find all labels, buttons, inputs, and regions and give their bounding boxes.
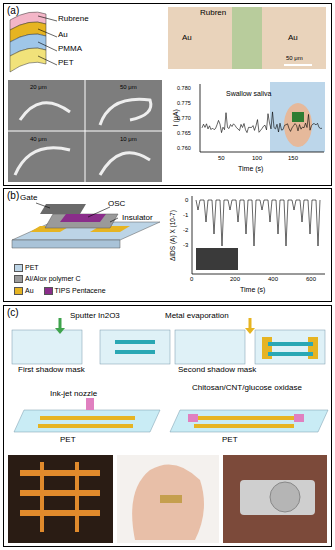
figure-label: 0 xyxy=(190,276,193,283)
figure-label: Rubrene xyxy=(58,15,89,24)
figure-label: Sputter In2O3 xyxy=(70,312,120,321)
figure-label: 400 xyxy=(268,276,278,283)
figure-label: Time (s) xyxy=(238,165,263,173)
figure-label: Swallow saliva xyxy=(226,90,272,98)
panel-box: (c) xyxy=(3,305,332,547)
figure-label: 600 xyxy=(306,276,316,283)
figure-label: 0.780 xyxy=(177,85,191,91)
legend-entry: PET xyxy=(14,264,39,272)
figure-label: 20 μm xyxy=(30,84,47,91)
panel-letter: (a) xyxy=(7,5,19,16)
figure-label: ΔIDS (A) X (10-7) xyxy=(168,211,175,262)
legend-text: Al/Alox polymer C xyxy=(25,275,81,283)
legend-text: TIPS Pentacene xyxy=(55,287,106,295)
figure-label: 100 xyxy=(252,155,262,162)
figure-label: PMMA xyxy=(58,45,82,54)
figure-label: Gate xyxy=(20,194,37,203)
figure-label: Au xyxy=(288,34,298,43)
figure-label: 0 xyxy=(185,197,188,204)
figure-label: PET xyxy=(58,59,74,68)
figure-label: 0.770 xyxy=(177,115,191,121)
legend-text: Au xyxy=(25,287,34,295)
figure-label: Time (s) xyxy=(240,286,265,294)
figure-label: 0.765 xyxy=(177,130,191,136)
legend-swatch xyxy=(14,264,23,272)
legend-swatch xyxy=(44,287,53,295)
figure-label: 50 xyxy=(218,155,225,162)
figure-label: 50 μm xyxy=(286,55,303,62)
figure-label: 200 xyxy=(230,276,240,283)
figure-label: First shadow mask xyxy=(18,366,85,375)
figure-label: PET xyxy=(222,436,238,445)
figure-label: Metal evaporation xyxy=(165,312,229,321)
figure-label: Insulator xyxy=(122,214,153,223)
figure-label: Au xyxy=(182,34,192,43)
figure-label: -2 xyxy=(183,227,188,234)
panel-letter: (c) xyxy=(7,307,19,318)
figure-label: -3 xyxy=(183,242,188,249)
panel-letter: (b) xyxy=(7,190,19,201)
legend-entry: Au xyxy=(14,287,34,295)
figure-label: Chitosan/CNT/glucose oxidase xyxy=(192,384,302,393)
panel-box: (a) xyxy=(3,3,332,186)
figure-label: Rubren xyxy=(200,9,226,18)
figure-label: 10 μm xyxy=(120,136,137,143)
legend-text: PET xyxy=(25,264,39,272)
panel-box: (b) xyxy=(3,188,332,302)
legend-entry: TIPS Pentacene xyxy=(44,287,106,295)
legend-swatch xyxy=(14,287,23,295)
figure-label: Ink-jet nozzle xyxy=(50,390,97,399)
figure-label: OSC xyxy=(108,200,125,209)
figure-label: 0.760 xyxy=(177,145,191,151)
figure-label: Au xyxy=(58,31,68,40)
legend-entry: Al/Alox polymer C xyxy=(14,275,81,283)
figure-label: -1 xyxy=(183,212,188,219)
figure-label: 50 μm xyxy=(120,84,137,91)
legend-swatch xyxy=(14,275,23,283)
figure-label: PET xyxy=(60,436,76,445)
figure-label: 0.775 xyxy=(177,100,191,106)
figure-label: 150 xyxy=(288,155,298,162)
figure-label: Second shadow mask xyxy=(178,366,256,375)
figure-label: 40 μm xyxy=(30,136,47,143)
